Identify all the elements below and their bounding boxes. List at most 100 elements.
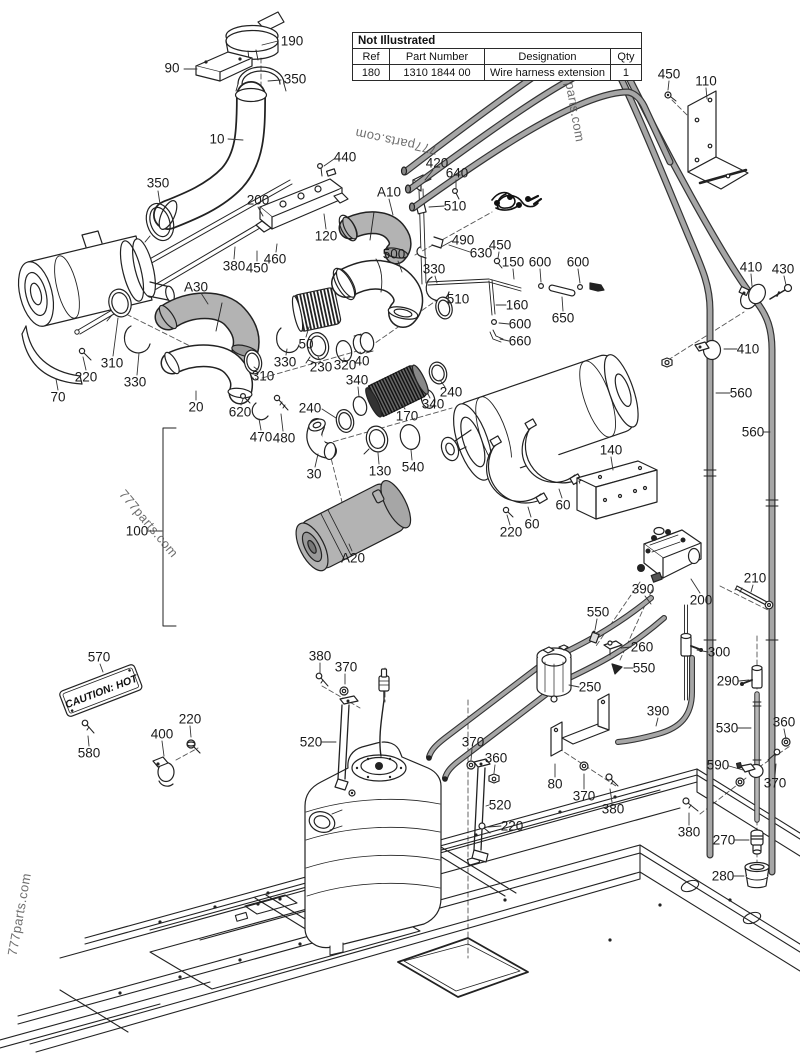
leader-line-110	[705, 87, 708, 100]
leader-line-330	[285, 348, 288, 356]
leader-line-200	[690, 578, 701, 594]
leader-line-40	[359, 351, 362, 355]
leader-line-400	[161, 740, 165, 757]
leader-line-450	[497, 251, 500, 259]
leader-line-130	[377, 452, 380, 465]
leader-line-50	[305, 326, 310, 338]
valve-assembly	[637, 526, 702, 583]
leader-line-520	[485, 804, 490, 807]
hose-170	[365, 364, 429, 418]
leader-line-620	[240, 398, 244, 406]
leader-line-300	[696, 649, 709, 653]
cell-part-number: 1310 1844 00	[389, 64, 485, 81]
elbow-20	[160, 344, 253, 405]
leader-line-600	[577, 268, 581, 284]
leader-line-250	[568, 684, 580, 688]
catalytic-muffler	[17, 230, 175, 327]
silencer-straps-60	[485, 418, 582, 518]
leader-line-410	[750, 273, 753, 287]
rings-row	[276, 327, 375, 364]
leader-line-220	[82, 356, 87, 371]
rain-cap	[225, 11, 285, 61]
group-bracket-100	[162, 427, 177, 627]
leader-line-550	[594, 618, 598, 631]
leader-line-580	[87, 735, 90, 747]
fasteners-elbow20	[240, 349, 289, 421]
leader-line-360	[493, 764, 496, 774]
drain-tube-530	[682, 691, 791, 889]
leader-line-340	[427, 393, 431, 399]
bracket-80	[550, 693, 610, 757]
leader-line-540	[410, 449, 413, 461]
table-row: 180 1310 1844 00 Wire harness extension …	[352, 64, 642, 81]
leader-line-350	[267, 79, 282, 82]
not-illustrated-table: Not Illustrated Ref Part Number Designat…	[352, 32, 642, 81]
leader-line-220	[487, 825, 502, 828]
clamp-350-left	[144, 202, 175, 243]
fuel-filter-250	[536, 630, 623, 703]
leader-line-600	[539, 268, 542, 283]
leader-line-390	[644, 595, 652, 605]
leader-line-60	[527, 506, 532, 518]
leader-line-A10	[388, 198, 394, 216]
leader-line-370	[470, 748, 473, 761]
bracket-120	[255, 163, 349, 233]
leader-line-310	[253, 366, 259, 371]
leader-line-510	[447, 299, 450, 307]
leader-line-600	[498, 322, 510, 325]
tube-clamps-410	[661, 283, 793, 368]
leader-line-310	[112, 317, 119, 357]
assembly-dash-lines	[97, 57, 791, 959]
leader-line-A30	[200, 292, 209, 305]
leader-line-360	[783, 728, 787, 740]
bracket-140	[576, 460, 658, 520]
hose-a10	[338, 211, 412, 265]
leader-line-140	[610, 456, 614, 471]
leader-line-490	[440, 240, 453, 248]
leader-line-440	[323, 158, 335, 167]
clamp-350-top	[235, 66, 287, 92]
leader-line-420	[424, 169, 434, 181]
bracket-90	[195, 51, 253, 82]
leader-line-460	[275, 243, 278, 253]
leader-line-660	[499, 338, 510, 342]
leader-line-210	[750, 584, 754, 593]
fasteners-left	[78, 288, 151, 361]
leader-line-430	[783, 275, 787, 286]
leader-line-240	[439, 379, 446, 388]
leader-line-380	[233, 246, 236, 260]
leader-line-200	[257, 206, 264, 217]
tank-fasteners	[315, 672, 619, 834]
leader-line-390	[655, 717, 659, 727]
leader-line-120	[323, 213, 327, 230]
leader-line-380	[609, 788, 613, 803]
caution-plate: CAUTION: HOT	[59, 664, 143, 734]
leader-line-290	[738, 679, 750, 682]
leader-line-330	[136, 352, 140, 376]
hose-a20	[295, 480, 412, 572]
leader-line-330	[434, 275, 438, 284]
leader-line-240	[321, 408, 337, 419]
leader-line-220	[189, 725, 192, 738]
col-designation: Designation	[484, 48, 611, 65]
leader-line-190	[261, 40, 279, 46]
col-ref: Ref	[352, 48, 390, 65]
leader-line-510	[428, 205, 445, 208]
table-title: Not Illustrated	[352, 32, 642, 49]
fuel-tank	[304, 668, 442, 956]
leader-line-230	[317, 356, 321, 361]
label-leader-lines	[55, 40, 787, 877]
leader-line-A20	[348, 543, 353, 552]
elbow-500	[331, 258, 424, 328]
leader-line-340	[357, 386, 360, 398]
leader-line-500	[397, 260, 403, 273]
fittings-300-290	[680, 604, 763, 701]
exhaust-pipe-10	[153, 81, 268, 230]
elbow-30-chain	[306, 361, 448, 461]
leader-line-220	[506, 514, 511, 526]
col-qty: Qty	[609, 48, 642, 65]
bolt-210	[734, 585, 774, 610]
strap-70	[21, 325, 83, 385]
leader-line-650	[561, 296, 564, 312]
